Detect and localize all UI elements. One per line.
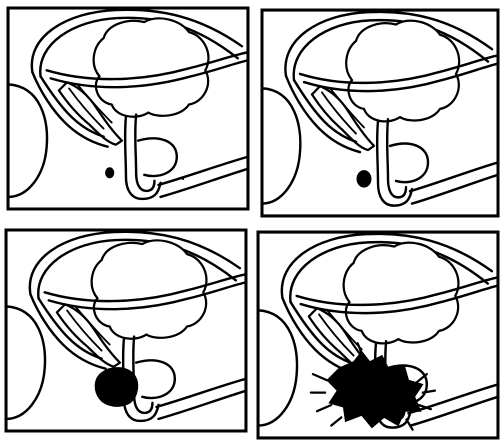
tumor-mark bbox=[357, 171, 371, 187]
panel-stage-1 bbox=[6, 6, 250, 211]
panel-stage-3 bbox=[4, 228, 248, 433]
tumor-mark bbox=[95, 368, 137, 407]
panel-stage-4 bbox=[256, 230, 500, 440]
tumor-mark bbox=[106, 168, 114, 178]
panel-stage-2 bbox=[260, 8, 500, 218]
